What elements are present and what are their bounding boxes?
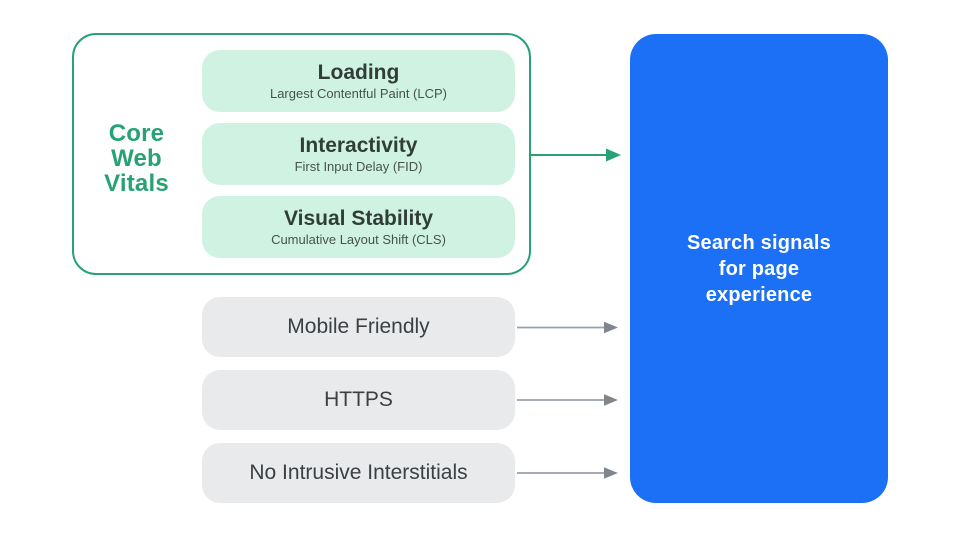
- core-web-vitals-label: Core Web Vitals: [74, 121, 199, 196]
- gray-arrow-https: [517, 394, 618, 406]
- signal-label: No Intrusive Interstitials: [249, 461, 468, 484]
- signal-label: Mobile Friendly: [287, 315, 430, 338]
- cwv-label-line-3: Vitals: [104, 170, 169, 197]
- gray-arrow-no-intrusive-interstitials: [517, 467, 618, 479]
- metric-pill-loading: Loading Largest Contentful Paint (LCP): [202, 50, 515, 112]
- search-signals-result-box: Search signals for page experience: [630, 34, 888, 503]
- signal-pill-mobile-friendly: Mobile Friendly: [202, 297, 515, 357]
- core-web-vitals-group: Core Web Vitals Loading Largest Contentf…: [72, 33, 531, 275]
- metric-subtitle: Cumulative Layout Shift (CLS): [271, 231, 446, 247]
- green-arrow: [531, 148, 621, 162]
- result-text-line-2: for page: [718, 257, 800, 280]
- metric-subtitle: First Input Delay (FID): [294, 158, 423, 174]
- search-signals-result-text: Search signals for page experience: [687, 230, 831, 308]
- signal-pill-no-intrusive-interstitials: No Intrusive Interstitials: [202, 443, 515, 503]
- signal-pill-https: HTTPS: [202, 370, 515, 430]
- result-text-line-3: experience: [705, 283, 813, 306]
- metric-pill-visual-stability: Visual Stability Cumulative Layout Shift…: [202, 196, 515, 258]
- signal-label: HTTPS: [324, 388, 393, 411]
- result-text-line-1: Search signals: [687, 231, 831, 254]
- metric-pill-interactivity: Interactivity First Input Delay (FID): [202, 123, 515, 185]
- gray-arrow-mobile-friendly: [517, 321, 618, 334]
- metric-title: Interactivity: [299, 133, 418, 157]
- cwv-label-line-2: Web: [111, 145, 162, 172]
- cwv-label-line-1: Core: [108, 120, 165, 147]
- metric-subtitle: Largest Contentful Paint (LCP): [269, 85, 448, 101]
- metric-title: Loading: [317, 60, 400, 84]
- metric-title: Visual Stability: [284, 206, 433, 230]
